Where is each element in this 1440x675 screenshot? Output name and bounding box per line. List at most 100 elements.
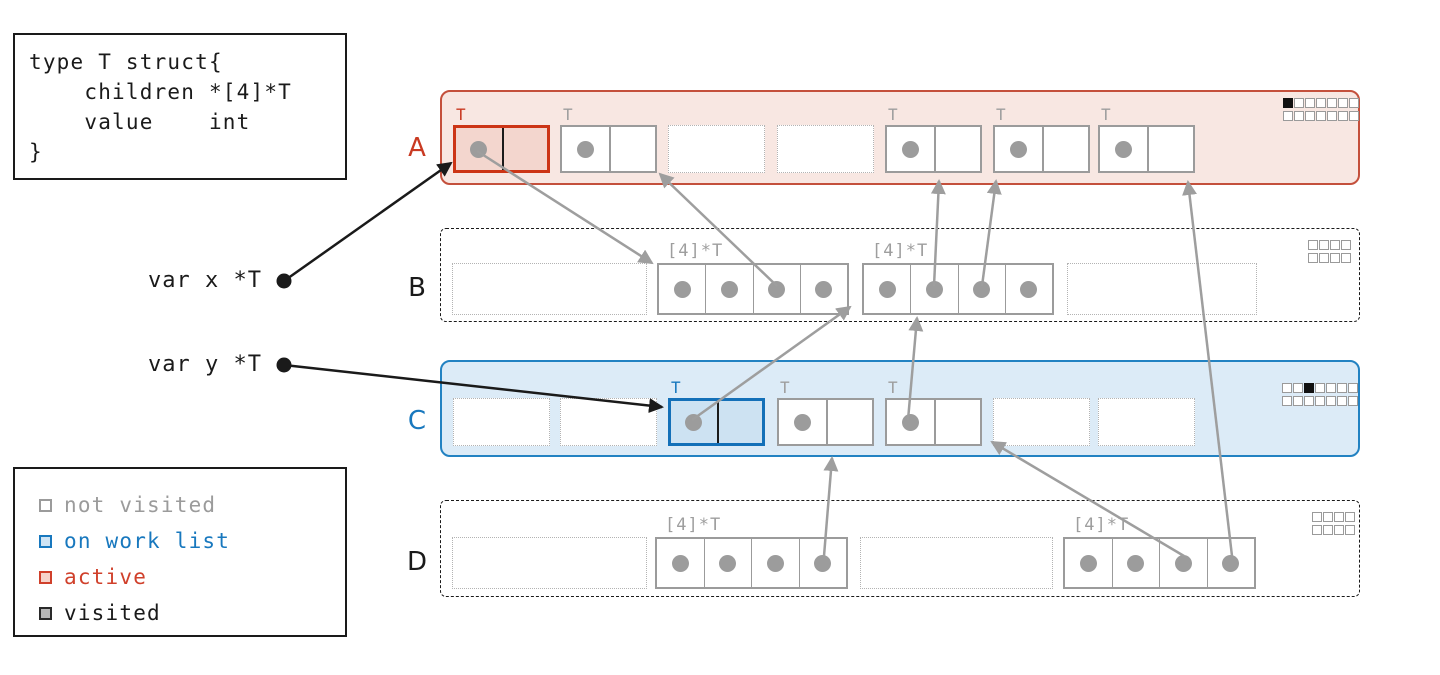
legend-item-not-visited: not visited [39, 487, 345, 523]
code-line-3: value int [29, 110, 251, 134]
field-divider [716, 401, 719, 443]
type-label: T [780, 378, 791, 397]
bitmap-bit-icon [1323, 525, 1333, 535]
bitmap-row [1283, 111, 1359, 121]
bitmap-bit-icon [1334, 512, 1344, 522]
bitmap-bit-icon [1330, 253, 1340, 263]
bitmap-row [1282, 396, 1358, 406]
free-slot [452, 263, 647, 315]
object-cell-active [453, 125, 550, 173]
bitmap-row [1308, 253, 1351, 263]
bitmap-bit-icon [1294, 111, 1304, 121]
bitmap-bit-icon [1349, 111, 1359, 121]
array-slot [1160, 539, 1208, 587]
var-y-label: var y *T [148, 352, 262, 377]
object-cell-not-visited [885, 398, 982, 446]
array-type-label: [4]*T [872, 241, 929, 261]
object-cell-not-visited [777, 398, 874, 446]
free-slot [668, 125, 765, 173]
allocation-bitmap-C [1282, 383, 1358, 406]
allocation-bitmap-D [1312, 512, 1355, 535]
row-label-C: C [407, 406, 427, 436]
legend-label: active [64, 565, 148, 589]
row-label-B: B [408, 273, 426, 303]
object-cell-not-visited [1098, 125, 1195, 173]
object-cell-not-visited [560, 125, 657, 173]
pointer-dot-icon [973, 280, 991, 298]
field-divider [933, 127, 936, 171]
array-slot [1006, 265, 1052, 313]
active-swatch-icon [39, 570, 52, 584]
bitmap-bit-icon [1308, 253, 1318, 263]
bitmap-bit-icon [1345, 512, 1355, 522]
legend-label: on work list [64, 529, 231, 553]
bitmap-bit-icon [1319, 253, 1329, 263]
pointer-dot-icon [793, 413, 811, 431]
pointer-dot-icon [814, 554, 832, 572]
pointer-dot-icon [671, 554, 689, 572]
legend-item-visited: visited [39, 595, 345, 631]
bitmap-bit-icon [1341, 240, 1351, 250]
var-pointer-origin-dot-icon [276, 357, 292, 373]
code-line-2: children *[4]*T [29, 80, 293, 104]
bitmap-bit-icon [1308, 240, 1318, 250]
bitmap-bit-icon [1312, 512, 1322, 522]
field-divider [825, 400, 828, 444]
pointer-dot-icon [901, 140, 919, 158]
type-label: T [563, 105, 574, 124]
free-slot [860, 537, 1053, 589]
bitmap-bit-icon [1341, 253, 1351, 263]
pointer-dot-icon [1009, 140, 1027, 158]
bitmap-bit-icon [1338, 111, 1348, 121]
field-divider [1041, 127, 1044, 171]
bitmap-bit-icon [1283, 98, 1293, 108]
bitmap-bit-icon [1327, 98, 1337, 108]
bitmap-bit-icon [1283, 111, 1293, 121]
on-work-list-swatch-icon [39, 534, 52, 548]
bitmap-bit-icon [1326, 396, 1336, 406]
bitmap-bit-icon [1316, 98, 1326, 108]
object-cell-not-visited [993, 125, 1090, 173]
pointer-dot-icon [1114, 140, 1132, 158]
bitmap-bit-icon [1348, 383, 1358, 393]
array-slot [911, 265, 959, 313]
visited-swatch-icon [39, 606, 52, 620]
pointer-dot-icon [470, 140, 488, 158]
bitmap-bit-icon [1304, 383, 1314, 393]
struct-definition-box: type T struct{ children *[4]*T value int… [13, 33, 347, 180]
bitmap-bit-icon [1348, 396, 1358, 406]
free-slot [777, 125, 874, 173]
bitmap-bit-icon [1282, 383, 1292, 393]
bitmap-bit-icon [1293, 383, 1303, 393]
bitmap-row [1312, 525, 1355, 535]
bitmap-bit-icon [1294, 98, 1304, 108]
bitmap-bit-icon [1345, 525, 1355, 535]
array-slot [706, 265, 754, 313]
legend-label: visited [64, 601, 161, 625]
bitmap-bit-icon [1282, 396, 1292, 406]
type-label: T [1101, 105, 1112, 124]
pointer-dot-icon [901, 413, 919, 431]
array-slot [801, 265, 847, 313]
free-slot [993, 398, 1090, 446]
type-label: T [456, 105, 467, 124]
pointer-dot-icon [815, 280, 833, 298]
pointer-dot-icon [768, 280, 786, 298]
code-line-1: type T struct{ [29, 50, 223, 74]
pointer-dot-icon [1174, 554, 1192, 572]
free-slot [452, 537, 647, 589]
type-label: T [671, 378, 682, 397]
array-slot [800, 539, 847, 587]
bitmap-bit-icon [1315, 396, 1325, 406]
array-slot [1208, 539, 1255, 587]
array-slot [1113, 539, 1160, 587]
array-cell [655, 537, 848, 589]
bitmap-bit-icon [1293, 396, 1303, 406]
array-slot [864, 265, 912, 313]
field-divider [608, 127, 611, 171]
type-label: T [996, 105, 1007, 124]
array-slot [752, 539, 800, 587]
bitmap-bit-icon [1315, 383, 1325, 393]
pointer-dot-icon [925, 280, 943, 298]
